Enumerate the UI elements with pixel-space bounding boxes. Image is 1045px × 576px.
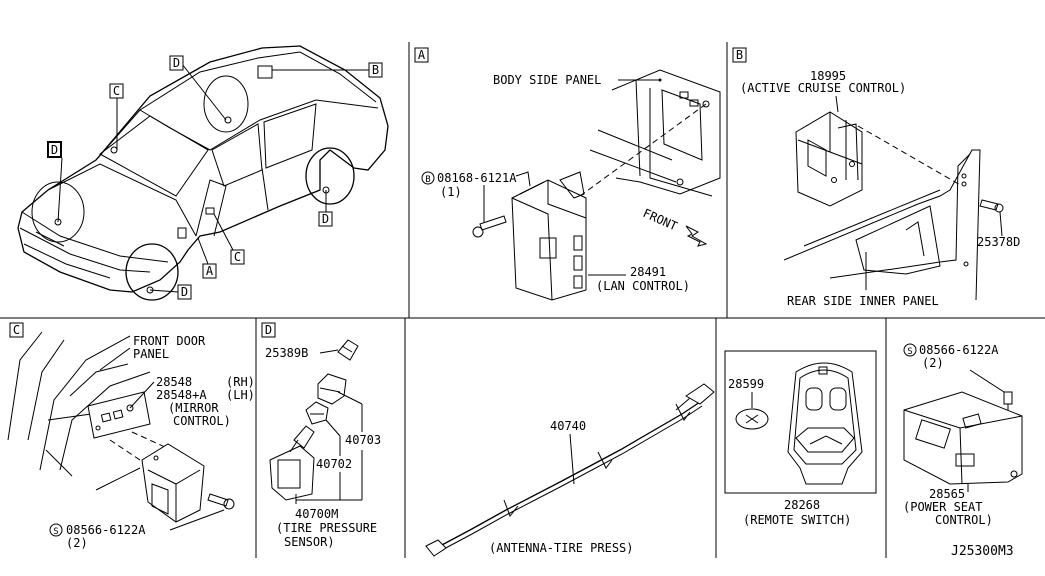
- callout-d-front-left: D: [47, 141, 62, 158]
- panel-b-tag-box: [732, 47, 747, 63]
- seat-screw-quantity: (2): [922, 356, 944, 370]
- grommet-icon: [305, 401, 329, 425]
- remote-switch-part-number: 28268: [784, 498, 820, 512]
- seat-screw-part-number: 08566-6122A: [919, 343, 999, 357]
- remote-key-fob-icon: [787, 362, 863, 485]
- part-40702-label: 40702: [316, 457, 352, 471]
- panel-d-tire-pressure-sensor: D 25389B 40703 40702: [261, 322, 381, 549]
- panel-b-active-cruise-control: B 18995 (ACTIVE CRUISE CONTROL) 25378D R…: [732, 47, 1020, 308]
- screw-icon: [979, 199, 1004, 213]
- valve-nut-icon: [317, 373, 347, 405]
- callout-a: A: [202, 263, 217, 279]
- svg-text:D: D: [173, 56, 180, 70]
- seat-screw-callout: S 08566-6122A (2): [903, 343, 999, 370]
- mirror-control-name-2: CONTROL): [173, 414, 231, 428]
- tire-sensor-name-2: SENSOR): [284, 535, 335, 549]
- cruise-control-part-name: (ACTIVE CRUISE CONTROL): [740, 81, 906, 95]
- panel-a-tag-box: [414, 47, 429, 63]
- antenna-part-number: 40740: [550, 419, 586, 433]
- callout-c-sensor: C: [109, 83, 124, 99]
- remote-switch-part-name: (REMOTE SWITCH): [743, 513, 851, 527]
- panel-c-mirror-control: C FRONT DOOR PANEL 28548 (RH): [7, 322, 255, 550]
- valve-cap-part-number: 25389B: [265, 346, 308, 360]
- mirror-control-lh-part: 28548+A: [156, 388, 207, 402]
- mirror-control-rh-part: 28548: [156, 375, 192, 389]
- callout-d-spare: D: [169, 55, 184, 71]
- svg-text:S: S: [907, 347, 912, 357]
- svg-text:B: B: [425, 175, 430, 185]
- svg-text:D: D: [181, 285, 188, 299]
- power-seat-name-1: (POWER SEAT: [903, 500, 982, 514]
- front-arrow-icon: [685, 225, 708, 247]
- callout-d-front-right: D: [177, 284, 192, 300]
- svg-text:D: D: [322, 212, 329, 226]
- battery-icon: [735, 408, 769, 430]
- bolt-callout: B 08168-6121A (1): [421, 171, 517, 199]
- svg-text:A: A: [206, 264, 214, 278]
- mirror-control-rh-side: (RH): [226, 375, 255, 389]
- cruise-control-part-number: 18995: [810, 69, 846, 83]
- callout-c-door: C: [230, 249, 245, 265]
- power-seat-name-2: CONTROL): [935, 513, 993, 527]
- antenna-part-name: (ANTENNA-TIRE PRESS): [489, 541, 634, 555]
- panel-b-tag: B: [736, 48, 743, 62]
- panel-a-tag: A: [418, 48, 426, 62]
- power-seat-part-number: 28565: [929, 487, 965, 501]
- valve-cap-icon: [337, 339, 359, 361]
- front-door-panel-label-2: PANEL: [133, 347, 169, 361]
- tire-pressure-sensor-icon: [269, 425, 315, 501]
- panel-grid: [0, 42, 1045, 558]
- front-door-panel-label-1: FRONT DOOR: [133, 334, 206, 348]
- tire-sensor-assy-number: 40700M: [295, 507, 338, 521]
- battery-part-number: 28599: [728, 377, 764, 391]
- panel-remote-switch: 28599 28268 (REMOTE SWITCH): [724, 350, 877, 527]
- lan-control-part-number: 28491: [630, 265, 666, 279]
- svg-text:S: S: [53, 527, 58, 537]
- trunk-button-icon: [795, 427, 855, 453]
- bolt-quantity: (1): [440, 185, 462, 199]
- panel-c-tag: C: [13, 323, 20, 337]
- callout-b: B: [368, 62, 383, 78]
- panel-c-tag-box: [9, 322, 24, 338]
- lan-control-part-name: (LAN CONTROL): [596, 279, 690, 293]
- diagram-code: J25300M3: [951, 544, 1014, 559]
- mirror-control-lh-side: (LH): [226, 388, 255, 402]
- lock-button-icon: [805, 387, 823, 411]
- rear-side-inner-panel-label: REAR SIDE INNER PANEL: [787, 294, 939, 308]
- panel-d-tag-box: [261, 322, 276, 338]
- body-side-panel-label: BODY SIDE PANEL: [493, 73, 601, 87]
- unlock-button-icon: [829, 387, 847, 411]
- svg-text:D: D: [51, 143, 58, 157]
- mirror-screw-icon: [207, 493, 235, 510]
- tire-sensor-name-1: (TIRE PRESSURE: [276, 521, 377, 535]
- mirror-control-name-1: (MIRROR: [168, 401, 219, 415]
- svg-text:C: C: [113, 84, 120, 98]
- front-label: FRONT: [641, 206, 680, 233]
- panel-a-lan-control: A BODY SIDE PANEL: [414, 47, 721, 301]
- bolt-icon: [472, 215, 507, 238]
- bolt-part-number: 08168-6121A: [437, 171, 517, 185]
- svg-text:C: C: [234, 250, 241, 264]
- mirror-screw-part-number: 08566-6122A: [66, 523, 146, 537]
- panel-power-seat-control: S 08566-6122A (2) 28565 (POWER SEAT CONT…: [903, 343, 1023, 527]
- mirror-screw-quantity: (2): [66, 536, 88, 550]
- panel-d-tag: D: [265, 323, 272, 337]
- svg-text:B: B: [372, 63, 379, 77]
- cruise-screw-part-number: 25378D: [977, 235, 1020, 249]
- callout-d-rear: D: [318, 211, 333, 227]
- antenna-connector-icon: [425, 539, 447, 557]
- panel-antenna-tire-press: 40740 (ANTENNA-TIRE PRESS): [425, 383, 715, 557]
- mirror-screw-callout: S 08566-6122A (2): [49, 523, 146, 550]
- part-40703-label: 40703: [345, 433, 381, 447]
- vehicle-overview: D C D B D D C A: [17, 45, 389, 301]
